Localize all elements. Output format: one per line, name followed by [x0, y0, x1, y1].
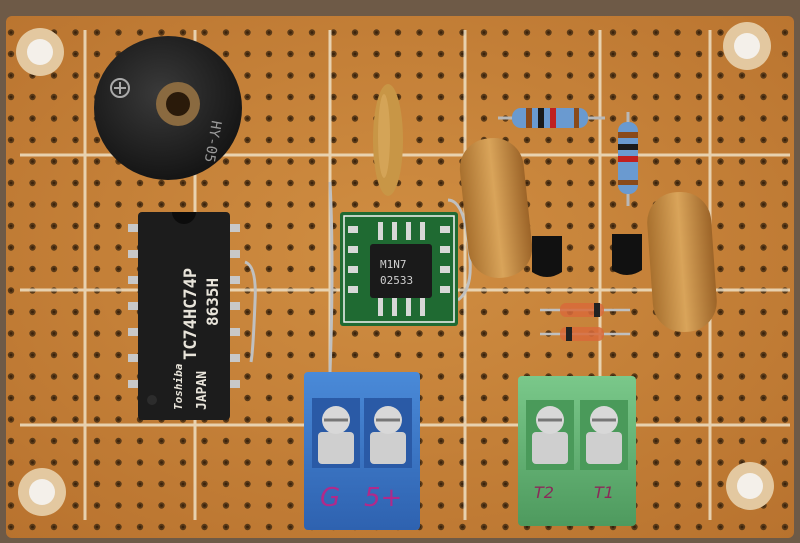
resistor-vertical: [618, 112, 638, 206]
buzzer-label: HY-05: [201, 119, 224, 163]
ic-part-number: TC74HC74P: [181, 268, 201, 360]
terminal-label-t1: T1: [594, 483, 614, 502]
soic-breakout: M1N7 02533: [340, 212, 458, 326]
buzzer: HY-05: [94, 36, 242, 180]
soic-line2: 02533: [380, 274, 413, 287]
terminal-label-power: 5+: [364, 483, 402, 513]
resistor-horizontal: [498, 108, 605, 128]
screw-terminal-green: T2 T1: [518, 376, 636, 526]
diode-top: [540, 303, 630, 317]
ic-date-code: 8635H: [203, 278, 222, 326]
soic-line1: M1N7: [380, 258, 407, 271]
terminal-label-ground: G: [320, 483, 340, 513]
terminal-label-t2: T2: [534, 483, 554, 502]
mounting-holes: [16, 22, 774, 516]
ceramic-capacitor: [373, 84, 403, 196]
transistor-right: [612, 234, 642, 275]
ic-brand: Toshiba: [172, 363, 185, 410]
transistor-left: [532, 236, 562, 277]
jumper-wires: [244, 181, 472, 373]
film-capacitor-right: [647, 191, 717, 333]
diode-bottom: [540, 327, 630, 341]
ic-origin: JAPAN: [195, 371, 210, 410]
film-capacitor-left: [459, 138, 533, 278]
dip-ic: TC74HC74P 8635H Toshiba JAPAN: [128, 212, 240, 420]
screw-terminal-blue: G 5+: [304, 372, 420, 530]
